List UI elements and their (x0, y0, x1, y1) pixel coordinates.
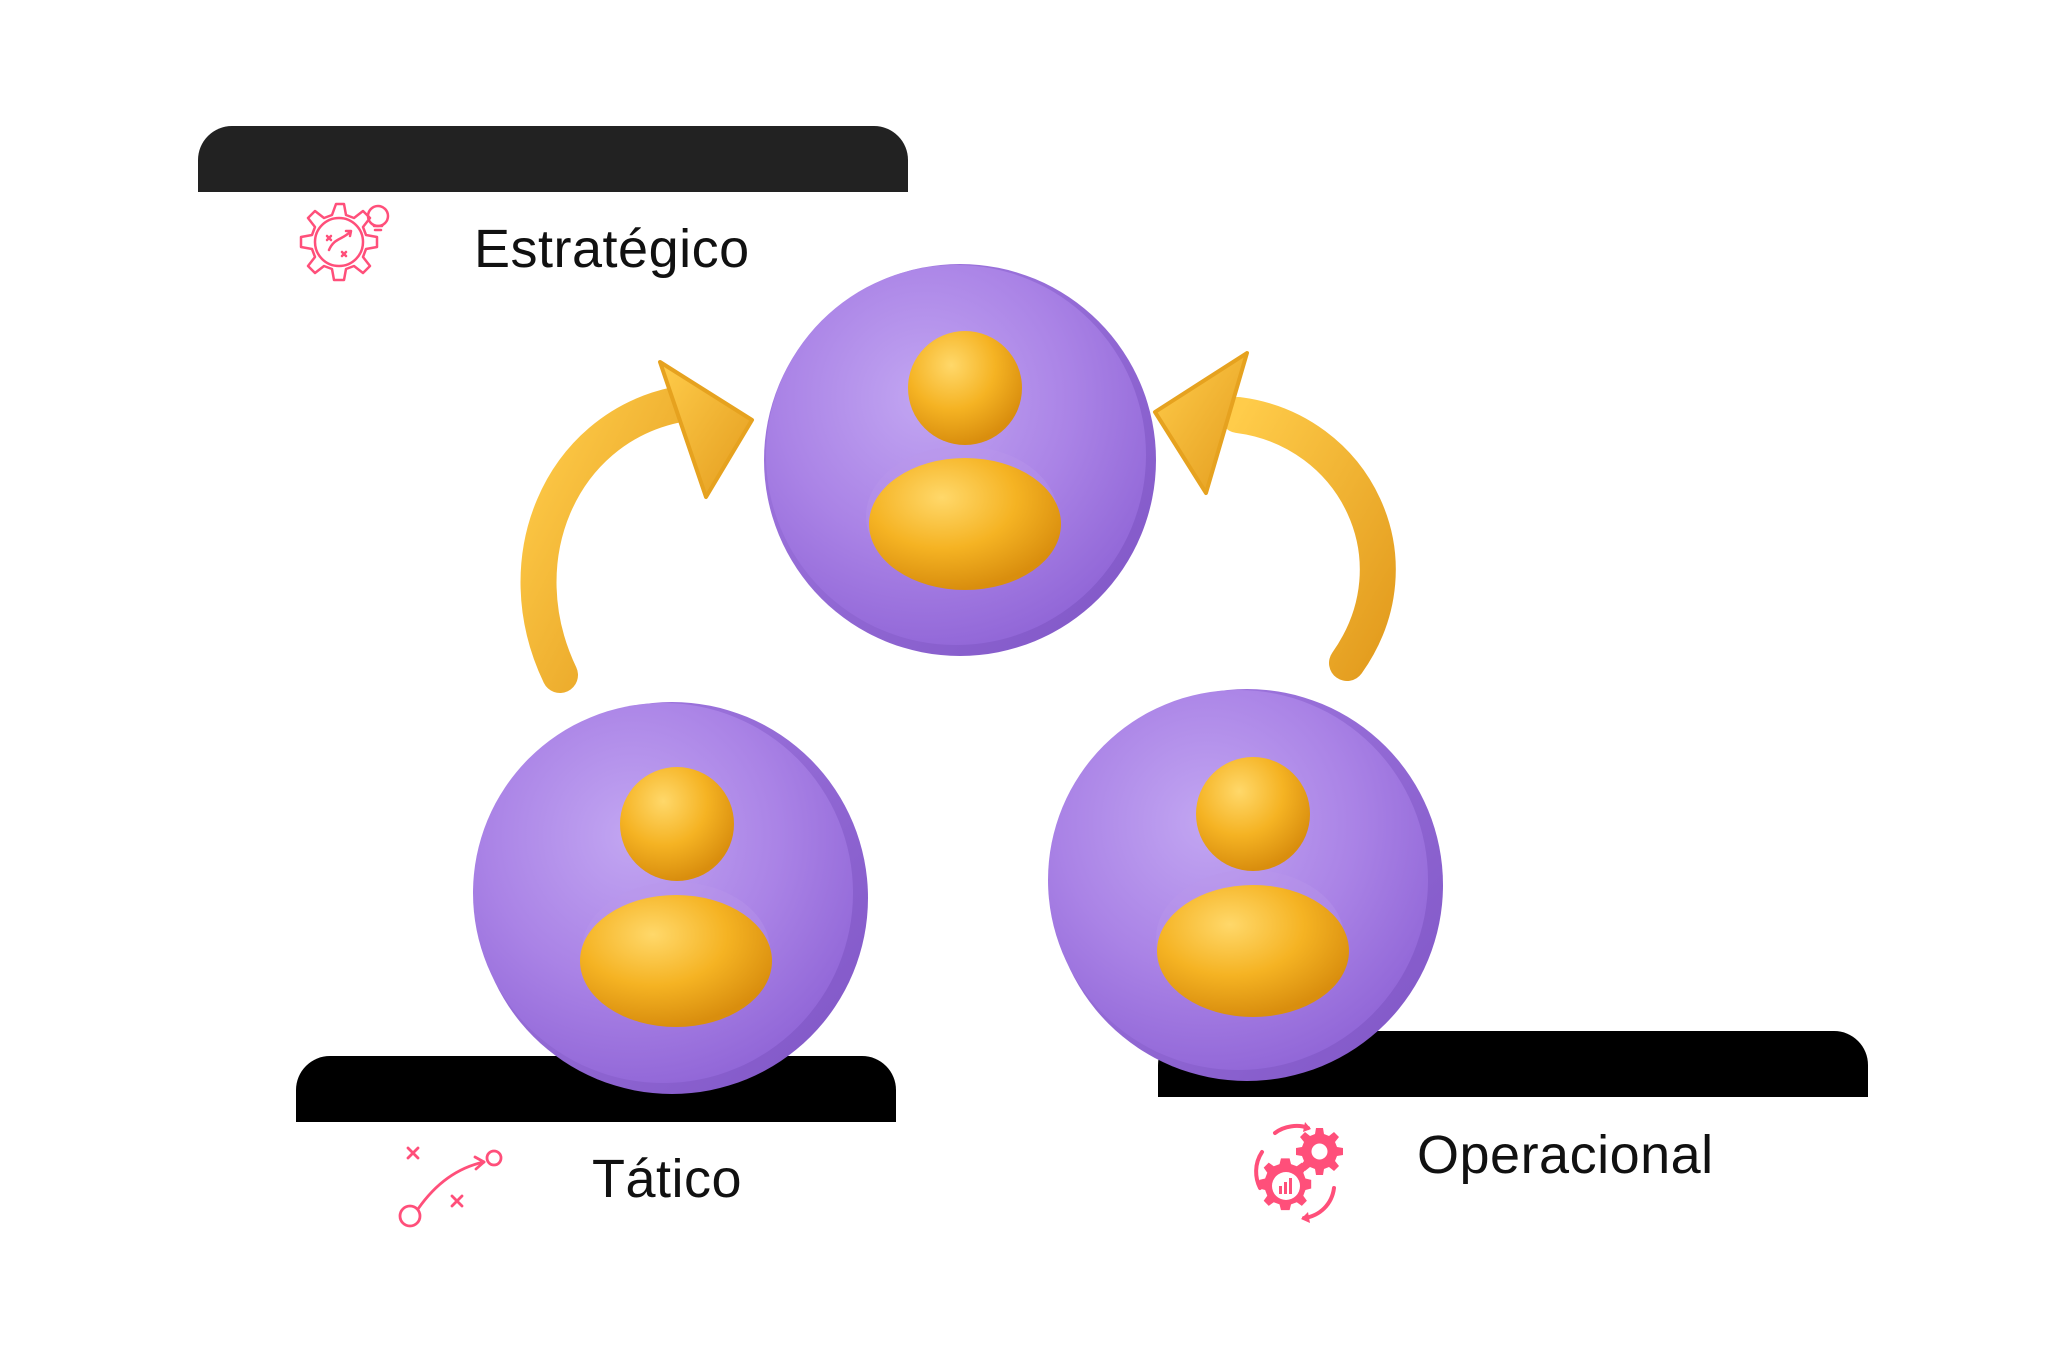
operational-to-strategic-arrow (1153, 351, 1396, 681)
strategic-bar (198, 126, 908, 192)
strategy-gear-icon (299, 202, 390, 282)
tactic-plan-icon (398, 1146, 503, 1228)
operational-person-token (1048, 689, 1443, 1081)
person-head-icon (908, 331, 1022, 445)
person-head-icon (620, 767, 734, 881)
tactical-label: Tático (592, 1149, 743, 1209)
tactical-person-token (473, 702, 868, 1094)
person-body-icon (869, 458, 1061, 590)
strategic-label: Estratégico (474, 219, 750, 279)
person-body-icon (1157, 885, 1349, 1017)
person-body-icon (580, 895, 772, 1027)
operational-label: Operacional (1417, 1125, 1714, 1185)
person-head-icon (1196, 757, 1310, 871)
operations-gear-icon (1254, 1122, 1343, 1223)
strategic-person-token (764, 264, 1156, 656)
tactical-to-strategic-arrow (520, 360, 754, 693)
